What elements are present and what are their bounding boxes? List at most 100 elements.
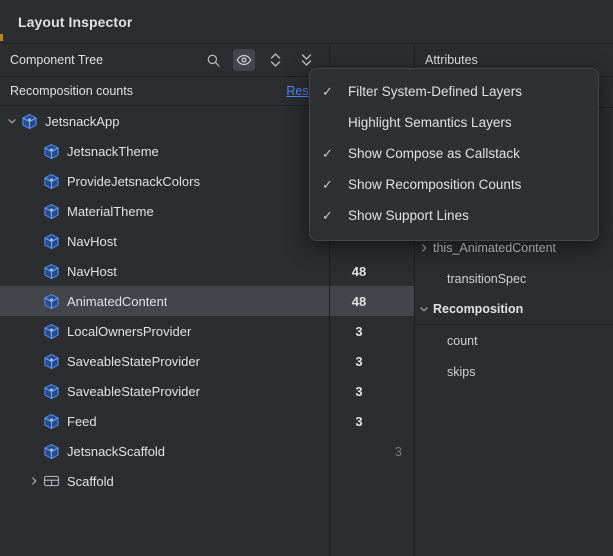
count-row: 48 xyxy=(330,256,414,286)
view-options-menu-item[interactable]: ✓ Show Support Lines xyxy=(310,200,598,231)
view-options-menu-item[interactable]: ✓ Show Recomposition Counts xyxy=(310,169,598,200)
checkmark-icon: ✓ xyxy=(322,83,333,99)
recomposition-count-value: 3 xyxy=(355,413,363,429)
attribute-row[interactable]: skips xyxy=(415,356,613,387)
compose-node-icon xyxy=(42,442,61,461)
count-rows: 48 48 3 3 3 3 3 xyxy=(330,106,414,496)
tree-row-label: SaveableStateProvider xyxy=(67,353,200,369)
tree-row[interactable]: Feed xyxy=(0,406,329,436)
attribute-row[interactable]: this_AnimatedContent xyxy=(415,232,613,263)
checkmark-icon: ✓ xyxy=(322,145,333,161)
compose-node-icon xyxy=(42,172,61,191)
view-options-menu-item-label: Show Compose as Callstack xyxy=(348,146,520,161)
tree-row-label: Feed xyxy=(67,413,97,429)
view-options-menu-item-label: Highlight Semantics Layers xyxy=(348,115,512,130)
attribute-group-row[interactable]: Recomposition xyxy=(415,294,613,325)
compose-node-icon xyxy=(42,412,61,431)
recomposition-count-value: 3 xyxy=(355,383,363,399)
compose-node-icon xyxy=(42,202,61,221)
attribute-label: Recomposition xyxy=(433,302,524,316)
view-options-menu-item-label: Show Recomposition Counts xyxy=(348,177,522,192)
view-options-menu-item[interactable]: Highlight Semantics Layers xyxy=(310,107,598,138)
recomposition-count-value: 3 xyxy=(355,353,363,369)
attribute-twisty-right-icon[interactable] xyxy=(415,243,433,253)
checkmark-icon: ✓ xyxy=(322,176,333,192)
component-tree-header: Component Tree xyxy=(0,44,329,77)
tree-twisty-placeholder xyxy=(26,256,42,286)
tree-row[interactable]: AnimatedContent xyxy=(0,286,329,316)
attributes-title: Attributes xyxy=(425,53,478,67)
attribute-label: count xyxy=(447,333,478,348)
compose-node-icon xyxy=(42,322,61,341)
recomposition-counts-label: Recomposition counts xyxy=(10,84,133,98)
tree-row-label: MaterialTheme xyxy=(67,203,154,219)
tree-row[interactable]: NavHost xyxy=(0,256,329,286)
tree-twisty-placeholder xyxy=(26,406,42,436)
tree-row[interactable]: MaterialTheme xyxy=(0,196,329,226)
view-options-menu-item-label: Show Support Lines xyxy=(348,208,469,223)
tree-row-label: JetsnackTheme xyxy=(67,143,159,159)
tree-twisty-placeholder xyxy=(26,166,42,196)
expand-collapse-icon[interactable] xyxy=(264,49,286,71)
count-row: 3 xyxy=(330,346,414,376)
tree-twisty-down-icon[interactable] xyxy=(4,106,20,136)
view-options-menu-item[interactable]: ✓ Show Compose as Callstack xyxy=(310,138,598,169)
compose-node-icon xyxy=(20,112,39,131)
tree-row[interactable]: ProvideJetsnackColors xyxy=(0,166,329,196)
tree-row[interactable]: LocalOwnersProvider xyxy=(0,316,329,346)
tree-twisty-right-icon[interactable] xyxy=(26,466,42,496)
recomposition-count-value: 3 xyxy=(355,323,363,339)
view-node-icon xyxy=(42,472,61,491)
tree-row-label: ProvideJetsnackColors xyxy=(67,173,200,189)
collapse-all-icon[interactable] xyxy=(295,49,317,71)
skip-count-value: 3 xyxy=(394,443,402,459)
tree-row[interactable]: SaveableStateProvider xyxy=(0,376,329,406)
tree-row-label: LocalOwnersProvider xyxy=(67,323,192,339)
tree-row[interactable]: NavHost xyxy=(0,226,329,256)
compose-node-icon xyxy=(42,142,61,161)
tree-row-label: Scaffold xyxy=(67,473,114,489)
window-title-bar: Layout Inspector xyxy=(0,0,613,44)
tree-row-label: NavHost xyxy=(67,233,117,249)
attribute-row[interactable]: count xyxy=(415,325,613,356)
count-row: 48 xyxy=(330,286,414,316)
tree-row[interactable]: SaveableStateProvider xyxy=(0,346,329,376)
attribute-row[interactable]: transitionSpec xyxy=(415,263,613,294)
view-options-menu-item[interactable]: ✓ Filter System-Defined Layers xyxy=(310,76,598,107)
tree-twisty-placeholder xyxy=(26,286,42,316)
recomposition-count-value: 48 xyxy=(351,263,367,279)
compose-node-icon xyxy=(42,262,61,281)
tree-row[interactable]: JetsnackTheme xyxy=(0,136,329,166)
tree-row-label: AnimatedContent xyxy=(67,293,168,309)
tree-twisty-placeholder xyxy=(26,226,42,256)
compose-node-icon xyxy=(42,232,61,251)
eye-icon[interactable] xyxy=(233,49,255,71)
tree-row-label: JetsnackApp xyxy=(45,113,120,129)
compose-node-icon xyxy=(42,382,61,401)
attribute-label: skips xyxy=(447,364,476,379)
recomposition-counts-bar: Recomposition counts Reset xyxy=(0,77,329,106)
tree-row-label: SaveableStateProvider xyxy=(67,383,200,399)
tree-row-label: JetsnackScaffold xyxy=(67,443,166,459)
view-options-menu-item-label: Filter System-Defined Layers xyxy=(348,84,523,99)
checkmark-icon: ✓ xyxy=(322,207,333,223)
count-row: 3 xyxy=(330,376,414,406)
tree-twisty-placeholder xyxy=(26,196,42,226)
tree-row[interactable]: JetsnackScaffold xyxy=(0,436,329,466)
component-tree-pane: Component Tree xyxy=(0,44,330,556)
compose-node-icon xyxy=(42,352,61,371)
tree-row[interactable]: JetsnackApp xyxy=(0,106,329,136)
recomposition-count-value: 48 xyxy=(351,293,367,309)
tree-twisty-placeholder xyxy=(26,436,42,466)
tree-row[interactable]: Scaffold xyxy=(0,466,329,496)
tree-twisty-placeholder xyxy=(26,376,42,406)
count-row: 3 xyxy=(330,316,414,346)
attribute-twisty-down-icon[interactable] xyxy=(415,304,433,314)
component-tree-title: Component Tree xyxy=(10,53,104,67)
page-title: Layout Inspector xyxy=(18,13,133,30)
search-icon[interactable] xyxy=(202,49,224,71)
